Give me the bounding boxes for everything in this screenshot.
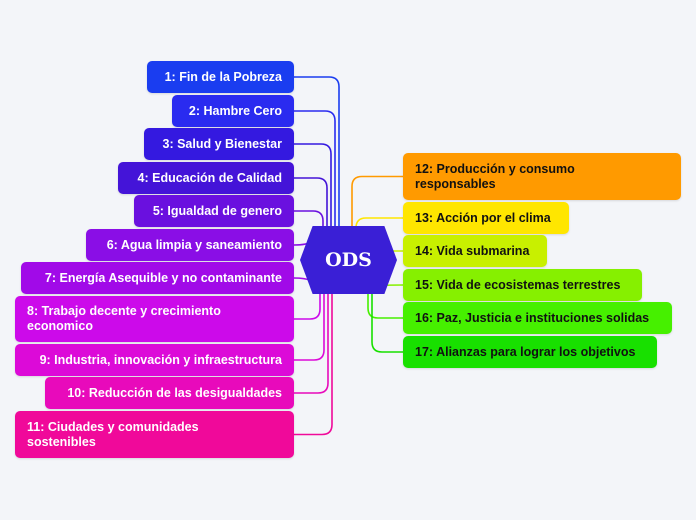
connector-line — [294, 288, 321, 320]
topic-label: 2: Hambre Cero — [188, 103, 282, 118]
topic-ods-17[interactable]: 17: Alianzas para lograr los objetivos — [403, 336, 657, 368]
topic-ods-2[interactable]: 2: Hambre Cero — [172, 95, 294, 127]
topic-label: 14: Vida submarina — [415, 243, 530, 258]
topic-ods-8[interactable]: 8: Trabajo decente y crecimiento economi… — [15, 296, 294, 342]
topic-ods-9[interactable]: 9: Industria, innovación y infraestructu… — [15, 344, 294, 376]
topic-ods-16[interactable]: 16: Paz, Justicia e instituciones solida… — [403, 302, 672, 334]
topic-ods-14[interactable]: 14: Vida submarina — [403, 235, 547, 267]
topic-label: 4: Educación de Calidad — [137, 170, 282, 185]
connector-line — [294, 177, 328, 232]
topic-label: 1: Fin de la Pobreza — [164, 69, 282, 84]
connector-line — [294, 76, 340, 232]
topic-label: 5: Igualdad de genero — [152, 203, 282, 218]
connector-line — [371, 288, 403, 353]
topic-label: 12: Producción y consumo responsables — [415, 161, 575, 191]
topic-ods-3[interactable]: 3: Salud y Bienestar — [144, 128, 294, 160]
topic-label: 3: Salud y Bienestar — [162, 136, 283, 151]
topic-ods-12[interactable]: 12: Producción y consumo responsables — [403, 153, 681, 200]
topic-label: 10: Reducción de las desigualdades — [67, 385, 282, 400]
topic-ods-4[interactable]: 4: Educación de Calidad — [118, 162, 294, 194]
connector-line — [367, 288, 403, 319]
connector-line — [294, 210, 324, 232]
topic-label: 17: Alianzas para lograr los objetivos — [415, 344, 636, 359]
central-topic-ods[interactable]: ODS — [300, 226, 397, 294]
topic-label: 7: Energía Asequible y no contaminante — [44, 270, 282, 285]
topic-label: 8: Trabajo decente y crecimiento economi… — [27, 304, 221, 333]
topic-ods-1[interactable]: 1: Fin de la Pobreza — [147, 61, 294, 93]
connector-line — [294, 143, 332, 232]
central-topic-label: ODS — [325, 249, 372, 271]
connector-line — [294, 288, 329, 394]
connector-line — [351, 175, 403, 232]
topic-label: 16: Paz, Justicia e instituciones solida… — [415, 310, 650, 325]
topic-label: 9: Industria, innovación y infraestructu… — [39, 352, 282, 367]
topic-label: 15: Vida de ecosistemas terrestres — [415, 277, 621, 292]
topic-ods-6[interactable]: 6: Agua limpia y saneamiento — [86, 229, 294, 261]
connector-line — [294, 288, 325, 361]
topic-ods-7[interactable]: 7: Energía Asequible y no contaminante — [21, 262, 294, 294]
topic-ods-13[interactable]: 13: Acción por el clima — [403, 202, 569, 234]
connector-line — [294, 288, 333, 436]
topic-label: 13: Acción por el clima — [415, 210, 551, 225]
topic-ods-15[interactable]: 15: Vida de ecosistemas terrestres — [403, 269, 642, 301]
topic-ods-10[interactable]: 10: Reducción de las desigualdades — [45, 377, 294, 409]
topic-label: 6: Agua limpia y saneamiento — [106, 237, 282, 252]
topic-ods-11[interactable]: 11: Ciudades y comunidades sostenibles — [15, 411, 294, 458]
connector-line — [294, 110, 336, 232]
topic-ods-5[interactable]: 5: Igualdad de genero — [134, 195, 294, 227]
topic-label: 11: Ciudades y comunidades sostenibles — [27, 419, 199, 449]
